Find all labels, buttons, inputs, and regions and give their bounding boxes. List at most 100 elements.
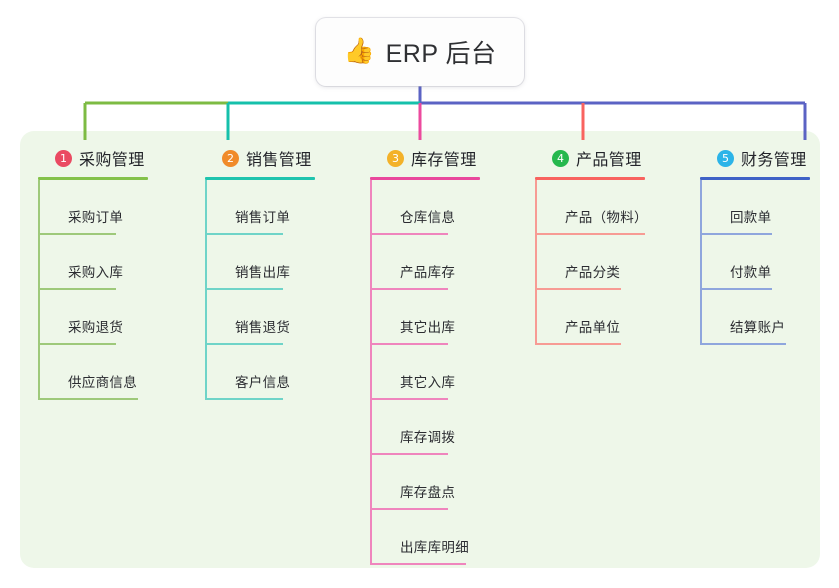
list-item-rule xyxy=(370,508,448,510)
list-item-label: 客户信息 xyxy=(235,375,291,390)
list-item-rule xyxy=(700,233,772,235)
list-item-label: 库存调拨 xyxy=(400,430,456,445)
column-badge-2: 2 xyxy=(222,149,239,167)
column-badge-3: 3 xyxy=(387,149,404,167)
list-item-rule xyxy=(700,288,772,290)
list-item-rule xyxy=(38,288,116,290)
column-spine-1 xyxy=(38,180,40,400)
list-item[interactable]: 结算账户 xyxy=(700,290,839,345)
list-item-label: 产品分类 xyxy=(565,265,621,280)
list-item-rule xyxy=(535,343,621,345)
list-item[interactable]: 采购退货 xyxy=(38,290,198,345)
list-item-label: 产品库存 xyxy=(400,265,456,280)
list-item[interactable]: 库存盘点 xyxy=(370,455,530,510)
list-item[interactable]: 出库库明细 xyxy=(370,510,530,565)
column-items-5: 回款单付款单结算账户 xyxy=(700,180,839,345)
column-3: 3 库存管理仓库信息产品库存其它出库其它入库库存调拨库存盘点出库库明细 xyxy=(370,145,530,565)
column-title-1: 采购管理 xyxy=(79,152,145,169)
list-item-rule xyxy=(370,563,466,565)
column-header-rule-4 xyxy=(535,177,645,180)
list-item-rule xyxy=(370,343,448,345)
list-item[interactable]: 客户信息 xyxy=(205,345,365,400)
column-badge-1: 1 xyxy=(55,149,72,167)
column-badge-4: 4 xyxy=(552,149,569,167)
column-items-4: 产品（物料） 产品分类产品单位 xyxy=(535,180,705,345)
column-items-2: 销售订单销售出库销售退货客户信息 xyxy=(205,180,365,400)
column-4: 4 产品管理产品（物料） 产品分类产品单位 xyxy=(535,145,705,345)
list-item-label: 其它出库 xyxy=(400,320,456,335)
column-title-4: 产品管理 xyxy=(576,152,642,169)
content-panel xyxy=(20,131,820,568)
column-spine-2 xyxy=(205,180,207,400)
column-header-4[interactable]: 4 产品管理 xyxy=(535,145,705,171)
list-item-rule xyxy=(535,233,645,235)
list-item[interactable]: 产品库存 xyxy=(370,235,530,290)
list-item-label: 产品（物料） xyxy=(565,210,648,225)
list-item-label: 采购退货 xyxy=(68,320,124,335)
column-header-rule-5 xyxy=(700,177,810,180)
list-item[interactable]: 付款单 xyxy=(700,235,839,290)
list-item-label: 仓库信息 xyxy=(400,210,456,225)
list-item-rule xyxy=(370,288,448,290)
list-item[interactable]: 供应商信息 xyxy=(38,345,198,400)
list-item-label: 回款单 xyxy=(730,210,772,225)
list-item-rule xyxy=(370,453,448,455)
list-item[interactable]: 销售订单 xyxy=(205,180,365,235)
column-header-1[interactable]: 1 采购管理 xyxy=(38,145,198,171)
list-item[interactable]: 采购入库 xyxy=(38,235,198,290)
column-header-rule-1 xyxy=(38,177,148,180)
column-header-rule-3 xyxy=(370,177,480,180)
list-item-label: 其它入库 xyxy=(400,375,456,390)
list-item[interactable]: 回款单 xyxy=(700,180,839,235)
list-item[interactable]: 产品单位 xyxy=(535,290,705,345)
root-node-title: ERP 后台 xyxy=(385,40,497,68)
column-items-3: 仓库信息产品库存其它出库其它入库库存调拨库存盘点出库库明细 xyxy=(370,180,530,565)
list-item[interactable]: 其它入库 xyxy=(370,345,530,400)
list-item-label: 供应商信息 xyxy=(68,375,137,390)
list-item[interactable]: 采购订单 xyxy=(38,180,198,235)
list-item-label: 付款单 xyxy=(730,265,772,280)
list-item[interactable]: 销售出库 xyxy=(205,235,365,290)
column-header-3[interactable]: 3 库存管理 xyxy=(370,145,530,171)
list-item-rule xyxy=(38,343,116,345)
column-header-rule-2 xyxy=(205,177,315,180)
list-item-rule xyxy=(205,233,283,235)
thumbs-up-icon: 👍 xyxy=(343,36,375,65)
list-item-rule xyxy=(370,398,448,400)
list-item[interactable]: 其它出库 xyxy=(370,290,530,345)
list-item-label: 销售退货 xyxy=(235,320,291,335)
list-item-rule xyxy=(205,343,283,345)
list-item-label: 结算账户 xyxy=(730,320,786,335)
list-item[interactable]: 产品分类 xyxy=(535,235,705,290)
column-title-3: 库存管理 xyxy=(411,152,477,169)
list-item-label: 采购订单 xyxy=(68,210,124,225)
list-item-rule xyxy=(370,233,448,235)
list-item[interactable]: 产品（物料） xyxy=(535,180,705,235)
column-badge-5: 5 xyxy=(717,149,734,167)
column-1: 1 采购管理采购订单采购入库采购退货供应商信息 xyxy=(38,145,198,400)
column-spine-3 xyxy=(370,180,372,565)
list-item-label: 产品单位 xyxy=(565,320,621,335)
list-item-label: 销售订单 xyxy=(235,210,291,225)
list-item[interactable]: 库存调拨 xyxy=(370,400,530,455)
list-item-rule xyxy=(205,288,283,290)
list-item-label: 库存盘点 xyxy=(400,485,456,500)
list-item-label: 出库库明细 xyxy=(400,540,469,555)
list-item-rule xyxy=(205,398,283,400)
column-spine-4 xyxy=(535,180,537,345)
list-item-rule xyxy=(38,233,116,235)
list-item-label: 采购入库 xyxy=(68,265,124,280)
list-item[interactable]: 销售退货 xyxy=(205,290,365,345)
list-item-label: 销售出库 xyxy=(235,265,291,280)
list-item-rule xyxy=(535,288,621,290)
list-item[interactable]: 仓库信息 xyxy=(370,180,530,235)
column-spine-5 xyxy=(700,180,702,345)
root-node-card[interactable]: 👍 ERP 后台 xyxy=(316,18,524,86)
root-node-content: 👍 ERP 后台 xyxy=(343,34,496,70)
list-item-rule xyxy=(700,343,786,345)
